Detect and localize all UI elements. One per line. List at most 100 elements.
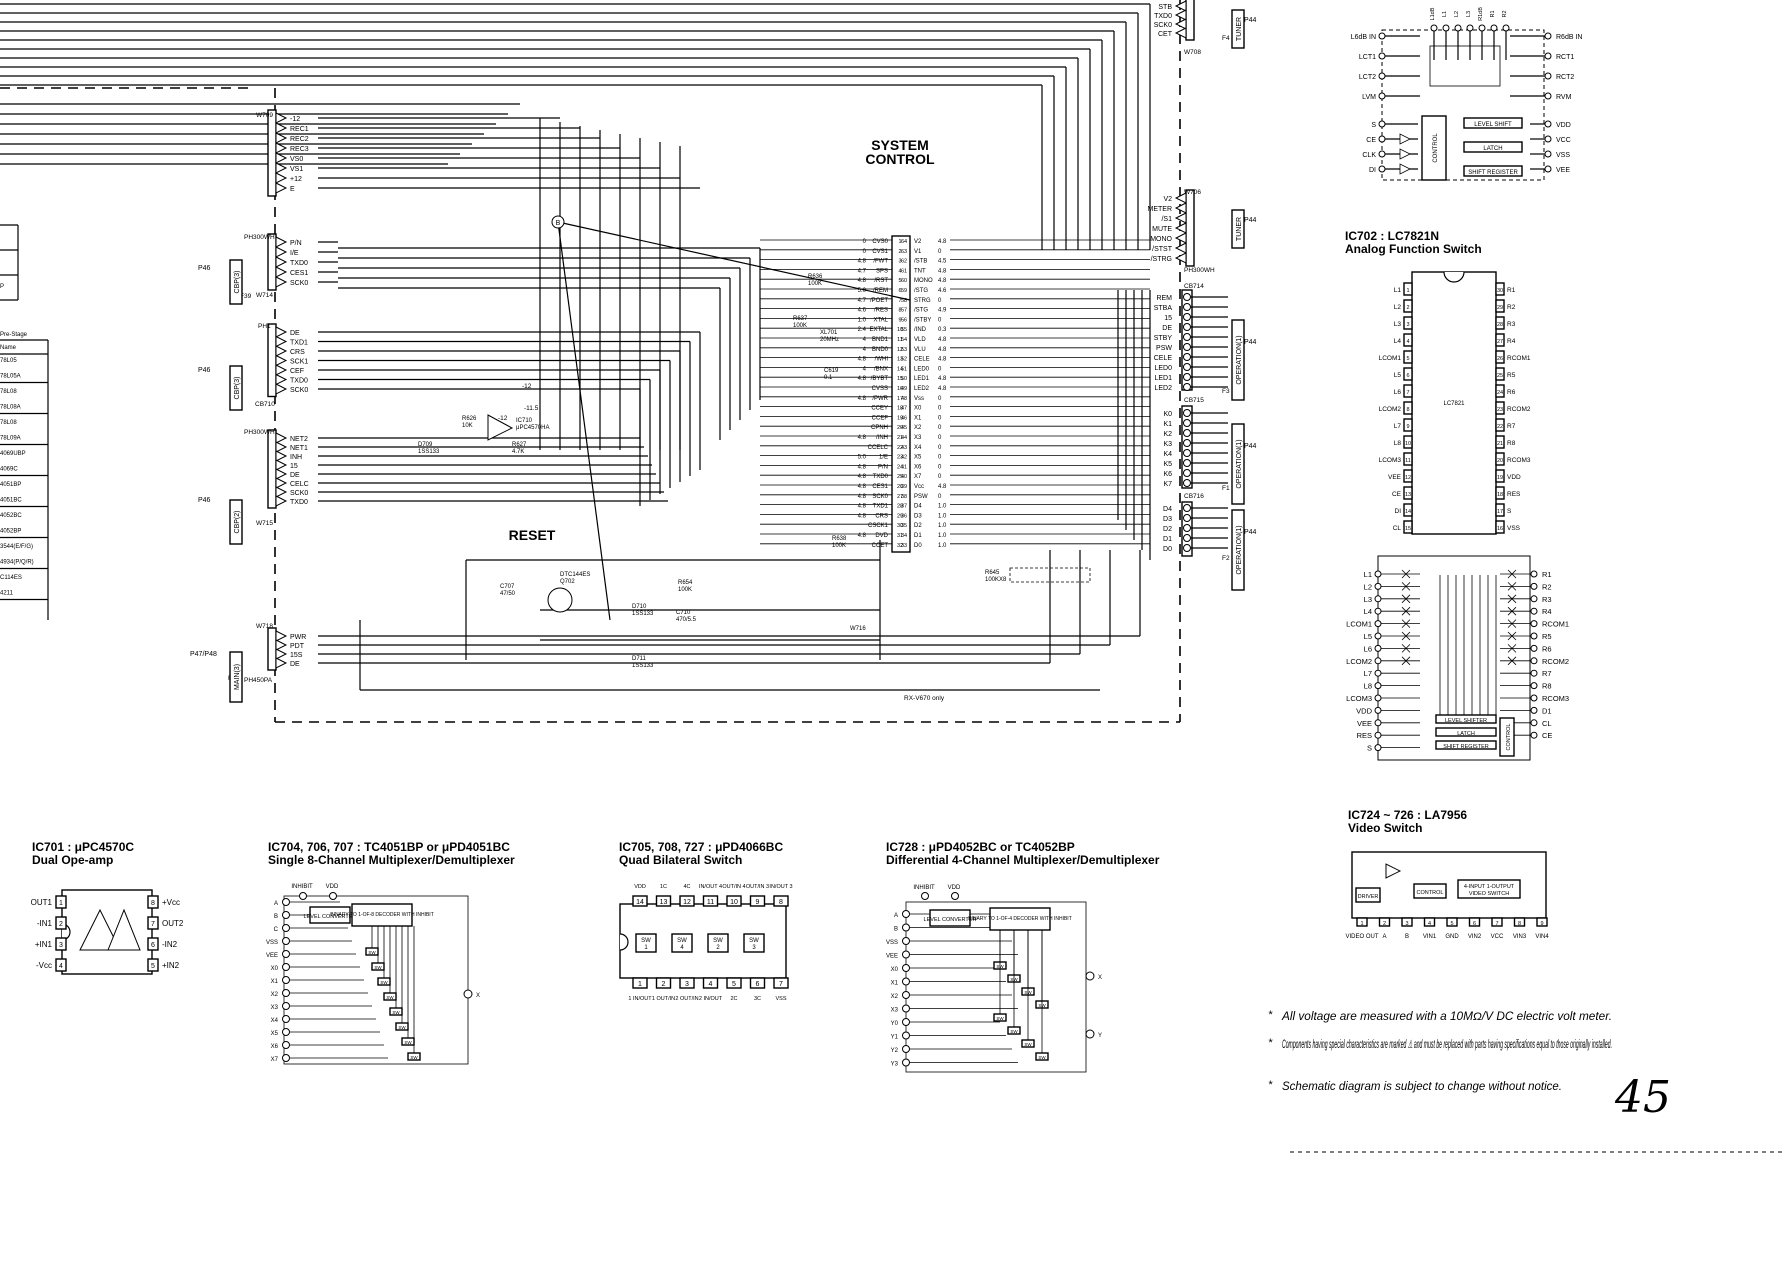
ic702-pin [1495, 452, 1505, 466]
ic702-pin-name: R8 [1507, 440, 1516, 447]
connector-id: F3 [1222, 388, 1230, 395]
pin-circle [1378, 92, 1386, 100]
ic702-pin-name: VDD [1507, 474, 1521, 481]
connector-pin-label: METER [1148, 206, 1173, 213]
pin-circle [282, 1028, 290, 1036]
ic-pin-name: V1 [914, 249, 922, 255]
ic-pin-voltage: 4.8 [938, 386, 947, 392]
ic704-pin-name: VSS [266, 940, 278, 946]
ic-pin-voltage: 4.8 [858, 435, 867, 441]
connector-pin-label: REC1 [290, 126, 309, 133]
ic-pin-voltage: 0 [938, 415, 942, 421]
connector-pin-arrow [1174, 18, 1187, 30]
pin-circle [1374, 731, 1382, 739]
connector-pin-label: CET [1158, 31, 1173, 38]
ic705-pin [632, 977, 648, 989]
ic702-pin-number: 18 [1497, 492, 1503, 498]
tag-box [1231, 509, 1245, 591]
ic705-pin-number: 12 [683, 899, 691, 906]
ic728-pin-name: VSS [886, 940, 898, 946]
ic705-pin-number: 14 [636, 899, 644, 906]
ic-pin-number: 55 [901, 327, 907, 333]
pin-circle [1378, 72, 1386, 80]
ic-pin-number: 64 [901, 239, 907, 245]
tag-box [229, 365, 243, 411]
sw-box [1007, 1026, 1021, 1035]
ic-pin-voltage: 5.0 [858, 288, 867, 294]
ic-pin-number: 37 [901, 504, 907, 510]
out-pin [463, 989, 473, 999]
sw-number: 4 [680, 945, 684, 951]
ic724-pin [1491, 917, 1503, 927]
ic702-pin-number: 9 [1406, 424, 1409, 430]
connector-pin-label: D2 [1163, 526, 1172, 533]
connector-name: PH300WH [244, 234, 275, 241]
pin-circle [1466, 24, 1474, 32]
connector-pin-label: VS0 [290, 156, 303, 163]
rx-note: RX-V670 only [904, 695, 945, 702]
out-x-pin [1085, 971, 1095, 981]
ic705-pin-number: 10 [730, 899, 738, 906]
ic702-pin-number: 8 [1406, 407, 1409, 413]
ic702-block-pin: LCOM1 [1346, 620, 1372, 629]
ic-pin-name: D4 [914, 504, 922, 510]
ic702-block-pin: L4 [1364, 607, 1372, 616]
ic-pin-name: CSCK1 [868, 523, 889, 529]
ic702-pin [1495, 316, 1505, 330]
pin-circle [1378, 32, 1386, 40]
connector-pin-label: MONO [1150, 236, 1172, 243]
ic702-pin-name: R6 [1507, 389, 1516, 396]
pin-circle [902, 1058, 910, 1067]
ic724-pin-name: VIN4 [1535, 934, 1549, 940]
ic701-pin-name: OUT1 [31, 898, 53, 907]
part-value: 4.7K [512, 449, 524, 455]
ic-pin-number: 46 [901, 415, 907, 421]
ic701-pin [147, 895, 159, 909]
ic-pin-name: CCEY [871, 406, 888, 412]
connector-id: F4 [1222, 35, 1230, 42]
ic704-title: IC704, 706, 707 : TC4051BP or μPD4051BC [268, 840, 510, 854]
ic-pin-name: MONO [914, 278, 933, 284]
pin-circle [1530, 644, 1538, 652]
connector-page: P46 [198, 497, 211, 504]
connector-id: F1 [1222, 485, 1230, 492]
ic705-pin [749, 977, 766, 989]
ic702-block-pin: D1 [1542, 706, 1552, 715]
ic705-pin-number: 2 [662, 981, 666, 988]
ic701-pin-name: -Vcc [36, 961, 52, 970]
ic-pin-number: 43 [901, 445, 907, 451]
connector-pin-label: P/N [290, 240, 302, 247]
ic-pin-voltage: 4.8 [858, 396, 867, 402]
connector-pin-label: /STRG [1151, 256, 1172, 263]
ic702-pin-name: L3 [1394, 321, 1402, 328]
ic701-pin-name: +IN2 [162, 961, 180, 970]
ic702-pin-name: DI [1395, 508, 1402, 515]
ic-pin-name: PSW [914, 494, 928, 500]
block-label: LEVEL SHIFTER [1445, 718, 1487, 724]
ic702-block-pin: L8 [1364, 682, 1372, 691]
ic724-pin-number: 6 [1473, 921, 1476, 927]
pin-circle [1490, 24, 1498, 32]
table-cell: 4934(P/Q/R) [0, 560, 34, 566]
connector-ref: PH300WH [1184, 267, 1215, 274]
shift-register-block [1435, 740, 1497, 750]
decoder-block [351, 903, 413, 927]
wire [557, 221, 911, 301]
connector-pin-label: REC3 [290, 146, 309, 153]
block-label: LATCH [1483, 146, 1502, 152]
ic728-out-label: X [1098, 975, 1102, 981]
pin-circle [1183, 544, 1191, 552]
ic728-pin-name: X1 [891, 981, 899, 987]
connector-pin-label: TXD0 [290, 260, 308, 267]
ic728-pin-name: A [894, 913, 898, 919]
ic724-pin-name: A [1382, 934, 1386, 940]
connector-pin-label: PWR [290, 634, 306, 641]
connector-pin-arrow [275, 373, 288, 386]
note-bullet-3: * [1268, 1079, 1273, 1091]
part-value: 1SS133 [418, 449, 440, 455]
ic-pin-name: D1 [914, 533, 922, 539]
ic-pin-number: 51 [901, 366, 907, 372]
ic724-pin [1446, 917, 1458, 927]
ic-pin-number: 20 [897, 425, 903, 431]
